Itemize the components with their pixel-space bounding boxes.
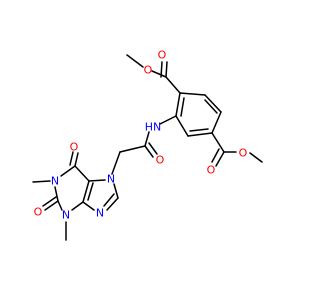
bond-c6-n1	[60, 165, 76, 177]
molecule-structure: O O HN O O O O N N O N N	[32, 49, 263, 241]
bond-c8-n9-a	[106, 197, 119, 211]
bond-c-o-double-top-a	[165, 61, 168, 78]
bond-c6-o-upper-b	[69, 151, 74, 166]
bond-c4-c5	[82, 180, 90, 203]
bond-ring-6	[175, 92, 181, 117]
bond-ring-1	[179, 92, 206, 96]
bond-amide-ch2	[119, 145, 146, 153]
bond-ring-5	[175, 115, 189, 137]
bond-n1-c2	[54, 186, 59, 202]
bond-n1-me	[32, 180, 51, 183]
bond-c2-o-lower-b	[42, 196, 57, 207]
bond-n7-c8	[113, 183, 119, 199]
bond-ring-6-inner	[180, 97, 185, 117]
bond-c5-c4-inner	[87, 182, 94, 201]
bond-ring-2	[204, 94, 222, 113]
bond-ring-c-right-ester	[211, 132, 225, 153]
bond-c5-c6	[74, 165, 90, 182]
atom-o-amide: O	[156, 154, 165, 167]
atom-labels: O O HN O O O O N N O N N	[34, 49, 248, 222]
bond-amide-c-o-a	[144, 145, 154, 158]
bond-c6-o-upper-a	[74, 152, 79, 167]
atom-o-top-ester-carbonyl: O	[158, 49, 167, 62]
atom-nh: HN	[145, 121, 162, 134]
bond-c8-n9-b	[103, 193, 115, 207]
bond-me-o-top	[126, 54, 144, 68]
bond-o-c-top-ester	[151, 70, 167, 78]
bond-right-c-o-double-b	[211, 148, 220, 163]
bond-ring-4-inner	[189, 128, 209, 132]
bond-right-o-me	[249, 152, 263, 163]
atom-o-upper-carbonyl: O	[70, 141, 79, 154]
bond-ring-4	[187, 132, 213, 137]
atom-n1: N	[51, 175, 59, 188]
bond-c-o-double-top-b	[160, 61, 163, 78]
bond-ring-3	[211, 111, 222, 134]
bond-right-c-o-double-a	[215, 151, 225, 167]
bonds	[32, 54, 263, 241]
bond-amide-c-o-b	[148, 142, 158, 155]
atom-n9: N	[96, 207, 104, 220]
bond-ring-nh	[159, 115, 177, 125]
atom-n7: N	[107, 173, 115, 186]
bond-n3-c4	[71, 201, 84, 211]
bond-ester-ring-top	[165, 76, 181, 94]
atom-o-top-ester-ether: O	[144, 64, 153, 77]
atom-o-lower-carbonyl: O	[34, 206, 43, 219]
atom-o-right-ester-ether: O	[239, 147, 248, 160]
bond-c2-n3	[57, 200, 63, 211]
bond-ch2-n7	[111, 151, 121, 175]
atom-o-right-ester-carbonyl: O	[207, 164, 216, 177]
bond-nh-c-amide	[144, 131, 150, 147]
bond-c2-o-lower-a	[44, 200, 59, 211]
atom-n3: N	[62, 209, 70, 222]
bond-c5-n7	[88, 179, 106, 182]
bond-ring-2-inner	[204, 99, 218, 114]
bond-n9-c4	[82, 201, 95, 211]
